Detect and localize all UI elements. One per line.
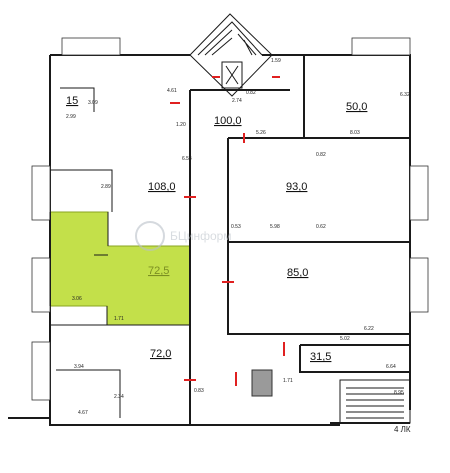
wall-corridor-right: [227, 137, 410, 335]
room-area-72-5: 72,5: [148, 265, 169, 277]
dim-label: 6.54: [182, 156, 192, 162]
room-area-85: 85,0: [287, 267, 308, 279]
dim-label: 2.74: [232, 98, 242, 104]
dim-label: 2.89: [101, 184, 111, 190]
stairwell-bottom: [339, 379, 411, 424]
doors: [170, 76, 285, 386]
dim-label: 1.59: [271, 58, 281, 64]
wall-top-right-room: [303, 55, 410, 139]
room-area-50: 50,0: [346, 101, 367, 113]
room-area-100: 100,0: [214, 115, 242, 127]
dim-label: 2.34: [114, 394, 124, 400]
dim-label: 8.03: [350, 130, 360, 136]
room-area-93: 93,0: [286, 181, 307, 193]
room-area-72: 72,0: [150, 348, 171, 360]
wall-left-lower: [50, 254, 190, 418]
shaft: [251, 369, 273, 397]
dim-label: 1.71: [283, 378, 293, 384]
dim-label: 0.82: [316, 152, 326, 158]
dim-label: 4.67: [78, 410, 88, 416]
dim-label: 3.09: [88, 100, 98, 106]
room-area-15: 15: [66, 95, 78, 107]
dim-label: 5.02: [340, 336, 350, 342]
dim-label: 6.22: [364, 326, 374, 332]
wall-31-5: [299, 344, 410, 373]
dim-label: 1.71: [114, 316, 124, 322]
stairwell-top: [189, 13, 273, 97]
dim-label: 1.20: [176, 122, 186, 128]
room-area-31-5: 31,5: [310, 351, 331, 363]
corner-label: 4 ЛК: [394, 425, 411, 434]
dim-label: 0.62: [316, 224, 326, 230]
dim-label: 3.94: [74, 364, 84, 370]
dim-label: 4.61: [167, 88, 177, 94]
watermark: БЦинформ: [135, 221, 232, 251]
dim-label: 2.99: [66, 114, 76, 120]
dim-label: 8.95: [394, 390, 404, 396]
watermark-text: БЦинформ: [170, 229, 232, 243]
dim-label: 0.83: [194, 388, 204, 394]
windows: [31, 37, 429, 401]
inner-partitions: [49, 87, 113, 325]
dim-label: 6.64: [386, 364, 396, 370]
room-area-108: 108,0: [148, 181, 176, 193]
dim-label: 6.32: [400, 92, 410, 98]
dim-label: 3.06: [72, 296, 82, 302]
dim-label: 0.53: [231, 224, 241, 230]
dim-label: 0.82: [246, 90, 256, 96]
dim-label: 5.26: [256, 130, 266, 136]
bottom-wall: [8, 417, 410, 426]
dim-label: 5.98: [270, 224, 280, 230]
